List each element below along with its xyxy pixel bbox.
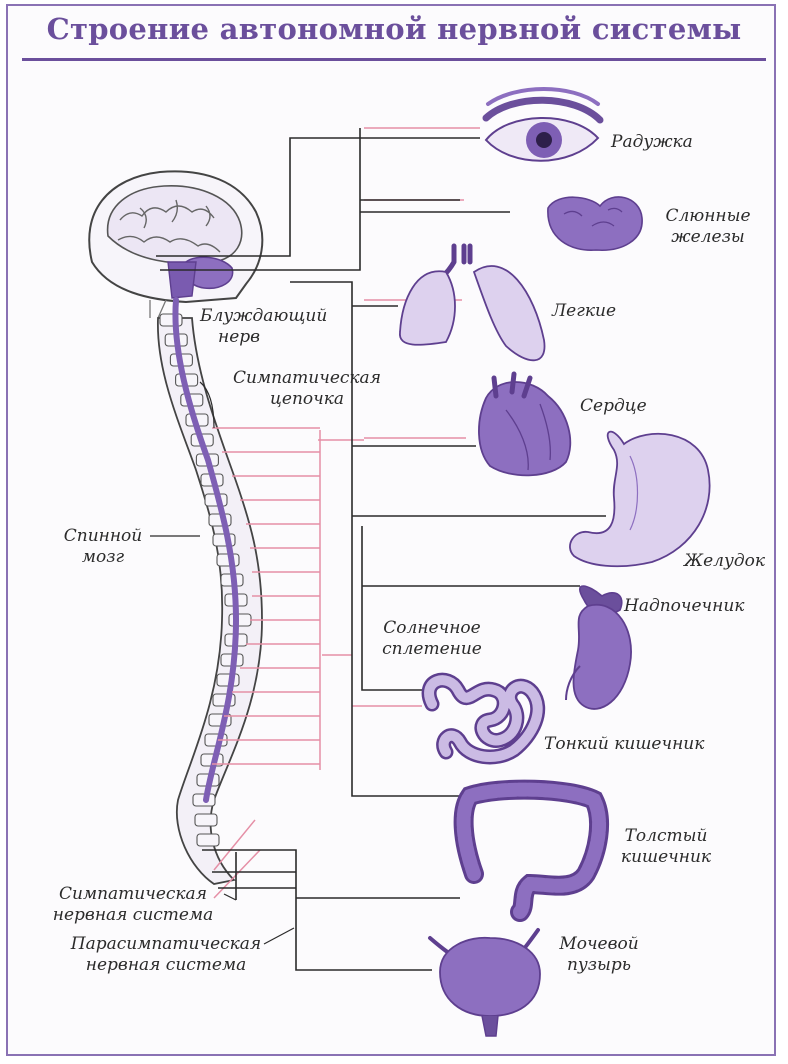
vertebra [195,814,217,826]
label-sympathetic-chain-line2: цепочка [232,389,382,410]
label-bladder-line2: пузырь [552,955,646,976]
vertebra [160,314,182,326]
label-sympathetic-system-line2: нервная система [38,905,228,926]
label-solar-plexus-line2: сплетение [370,639,494,660]
label-vagus-nerve: Блуждающий нерв [200,306,327,348]
label-adrenal: Надпочечник [624,596,744,617]
label-salivary-line1: Слюнные [656,206,760,227]
label-small-intestine: Тонкий кишечник [544,734,704,755]
stomach-illustration [570,432,710,567]
label-large-intestine-line2: кишечник [618,847,714,868]
label-spinal-cord-line1: Спинной [56,526,150,547]
small-intestine-illustration [429,680,538,757]
label-lungs: Легкие [552,301,616,322]
adrenal-kidney-illustration [566,586,631,709]
label-bladder-line1: Мочевой [552,934,646,955]
head-illustration [89,171,262,318]
large-intestine-illustration [464,790,599,912]
eye-illustration [486,89,600,161]
label-solar-plexus: Солнечное сплетение [370,618,494,660]
label-vagus-line2: нерв [200,327,327,348]
label-sympathetic-chain-line1: Симпатическая [232,368,382,389]
label-spinal-cord-line2: мозг [56,547,150,568]
label-salivary-line2: железы [656,227,760,248]
label-heart: Сердце [580,396,647,417]
label-large-intestine-line1: Толстый [618,826,714,847]
label-sympathetic-system-line1: Симпатическая [38,884,228,905]
label-sympathetic-system: Симпатическая нервная система [38,884,228,926]
label-large-intestine: Толстый кишечник [618,826,714,868]
label-parasympathetic-system-line2: нервная система [66,955,266,976]
label-salivary-glands: Слюнные железы [656,206,760,248]
lungs-illustration [400,246,545,360]
label-iris: Радужка [611,132,693,153]
salivary-glands-illustration [548,197,642,250]
label-bladder: Мочевой пузырь [552,934,646,976]
label-spinal-cord: Спинной мозг [56,526,150,568]
vertebra [197,834,219,846]
label-parasympathetic-system-line1: Парасимпатическая [66,934,266,955]
heart-illustration [479,374,570,475]
label-sympathetic-chain: Симпатическая цепочка [232,368,382,410]
label-parasympathetic-system: Парасимпатическая нервная система [66,934,266,976]
label-vagus-line1: Блуждающий [200,306,327,327]
bladder-illustration [430,930,540,1036]
vertebra [229,614,251,626]
label-solar-plexus-line1: Солнечное [370,618,494,639]
brainstem-shape [168,262,196,298]
label-stomach: Желудок [684,551,765,572]
